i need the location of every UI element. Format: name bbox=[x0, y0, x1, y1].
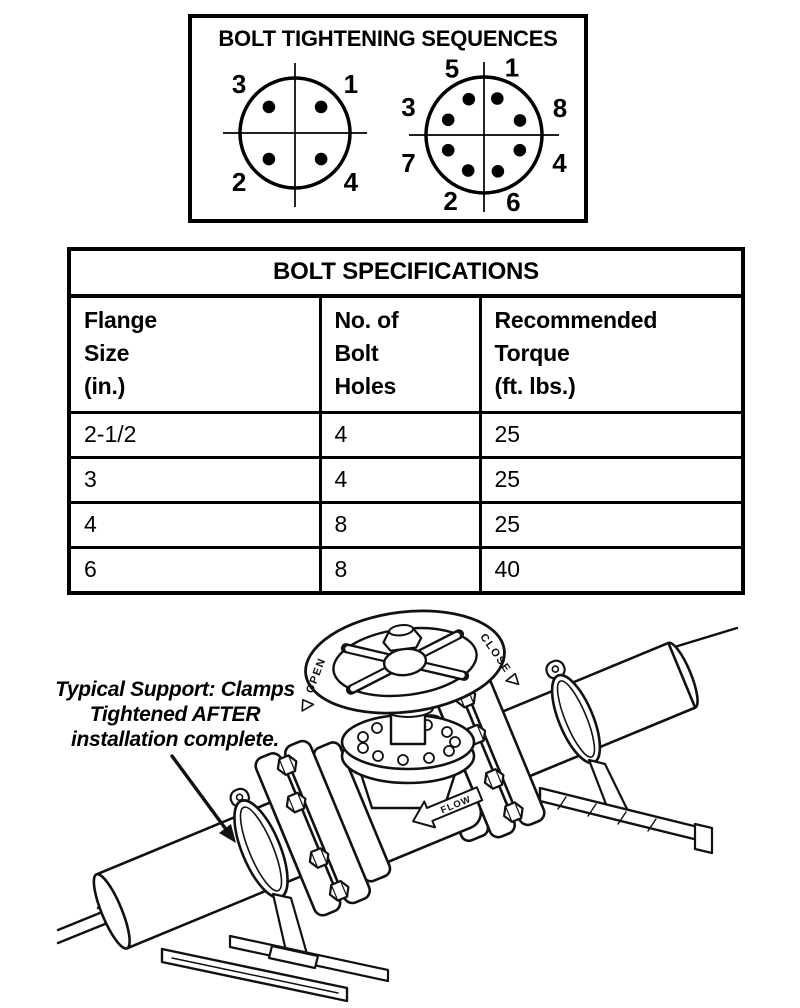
handwheel: OPEN CLOSE bbox=[301, 609, 520, 715]
sequence-number: 3 bbox=[401, 92, 415, 122]
clamp-foot bbox=[267, 944, 320, 970]
sequences-panel-title: BOLT TIGHTENING SEQUENCES bbox=[218, 26, 558, 51]
4-bolt-flange-sequence: 1 3 2 4 bbox=[223, 63, 367, 207]
table-title-row: BOLT SPECIFICATIONS bbox=[67, 247, 745, 298]
bolt-hole-dot bbox=[513, 114, 527, 127]
table-cell: 4 bbox=[67, 501, 322, 549]
left-front-rails bbox=[160, 934, 390, 1003]
table-cell: 6 bbox=[67, 546, 322, 595]
sequence-number: 5 bbox=[445, 54, 459, 84]
flange-circle bbox=[238, 76, 352, 190]
left-flange-disc bbox=[283, 739, 372, 905]
bolt-hole-dot bbox=[441, 113, 455, 127]
table-cell: 25 bbox=[478, 456, 745, 504]
clamp-lug-hole bbox=[551, 665, 560, 673]
sequence-number: 2 bbox=[232, 167, 246, 197]
bolt-hole-dot bbox=[491, 92, 504, 105]
arrowhead-icon bbox=[219, 824, 236, 843]
valve-installation-illustration: OPEN CLOSE FLOW bbox=[56, 609, 739, 1003]
column-header: Flange Size (in.) bbox=[67, 294, 322, 414]
flow-direction-arrow: FLOW bbox=[412, 786, 484, 829]
bolt-hole-dot bbox=[441, 143, 455, 157]
support-callout: Typical Support: Clamps Tightened AFTER … bbox=[55, 678, 295, 751]
sequence-number: 4 bbox=[552, 148, 567, 178]
left-support-clamp bbox=[229, 787, 309, 956]
right-support-clamp bbox=[545, 659, 629, 814]
table-cell: 8 bbox=[318, 546, 482, 595]
bolt-specifications-table: BOLT SPECIFICATIONS Flange Size (in.)No.… bbox=[67, 247, 746, 595]
sequence-number: 3 bbox=[232, 69, 246, 99]
column-header: Recommended Torque (ft. lbs.) bbox=[478, 294, 745, 414]
table-cell: 25 bbox=[478, 411, 745, 459]
stem-cap bbox=[388, 624, 415, 637]
bonnet-flange-bolts bbox=[357, 718, 461, 766]
sequence-number: 7 bbox=[401, 148, 415, 178]
left-pipe-end bbox=[92, 872, 131, 950]
table-cell: 4 bbox=[318, 456, 482, 504]
rail-end-block bbox=[693, 822, 714, 855]
bolt-hole-dot bbox=[513, 143, 527, 157]
clamp-leg bbox=[271, 892, 309, 956]
bolt-hole-dot bbox=[262, 152, 276, 166]
table-cell: 2-1/2 bbox=[67, 411, 322, 459]
callout-arrow bbox=[170, 754, 236, 843]
sequence-number: 2 bbox=[443, 186, 457, 216]
table-cell: 8 bbox=[318, 501, 482, 549]
table-cell: 3 bbox=[67, 456, 322, 504]
flange-circle bbox=[424, 75, 544, 195]
sequence-number: 8 bbox=[553, 93, 567, 123]
sequence-number: 1 bbox=[344, 69, 358, 99]
8-bolt-flange-sequence: 1 53 72 6 4 8 bbox=[401, 52, 567, 216]
open-direction-arrow-icon bbox=[301, 698, 315, 712]
sequence-number: 6 bbox=[506, 187, 520, 216]
bolt-hole-dot bbox=[262, 100, 276, 114]
sequence-number: 4 bbox=[344, 167, 359, 197]
table-title: BOLT SPECIFICATIONS bbox=[67, 247, 745, 298]
bolt-hole-dot bbox=[314, 100, 328, 114]
table-cell: 25 bbox=[478, 501, 745, 549]
right-rail bbox=[538, 786, 714, 855]
sequence-number: 1 bbox=[505, 52, 519, 82]
bolt-hole-dot bbox=[314, 152, 328, 166]
bolt-hole-dot bbox=[462, 92, 476, 106]
table-cell: 40 bbox=[478, 546, 745, 595]
bolt-hole-dot bbox=[461, 164, 475, 177]
column-header: No. of Bolt Holes bbox=[318, 294, 482, 414]
table-cell: 4 bbox=[318, 411, 482, 459]
bolt-hole-dot bbox=[491, 165, 505, 178]
close-direction-arrow-icon bbox=[505, 672, 520, 686]
